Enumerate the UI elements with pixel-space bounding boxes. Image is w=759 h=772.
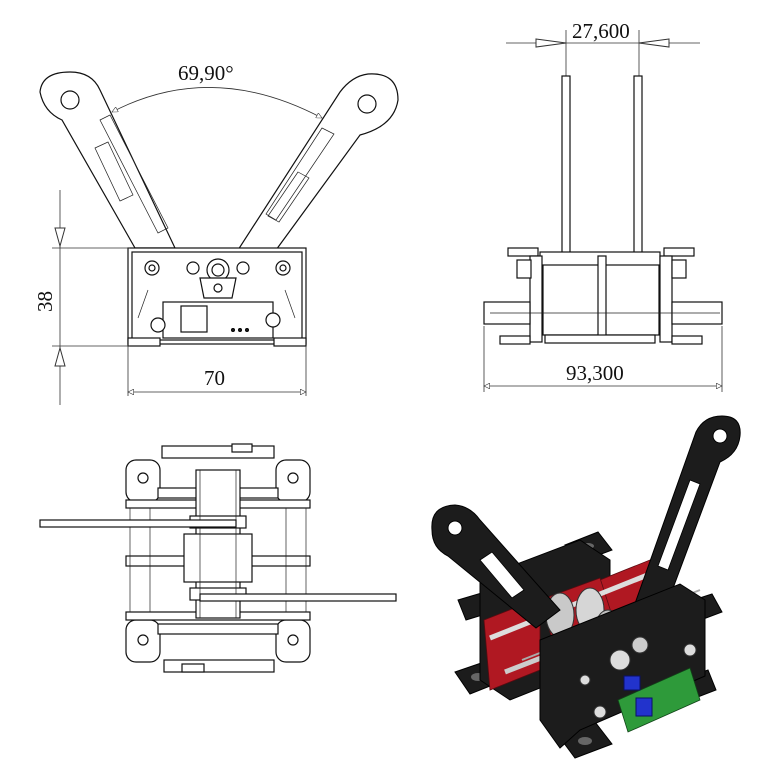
iso-potentiometer-knob [635,697,653,717]
front-body [127,247,307,347]
front-view: 69,90° [33,61,399,405]
right-arm [236,73,399,251]
angle-arc [112,87,322,119]
angle-dimension-label: 69,90° [178,61,234,85]
left-arm [39,71,176,249]
side-width-dimension-label: 93,300 [566,361,624,385]
side-view: 27,600 93,300 [484,19,722,392]
width-dimension-label: 70 [204,366,225,390]
top-view [39,443,397,673]
gap-dimension-label: 27,600 [572,19,630,43]
height-dimension-label: 38 [33,291,57,312]
isometric-view [431,415,741,759]
